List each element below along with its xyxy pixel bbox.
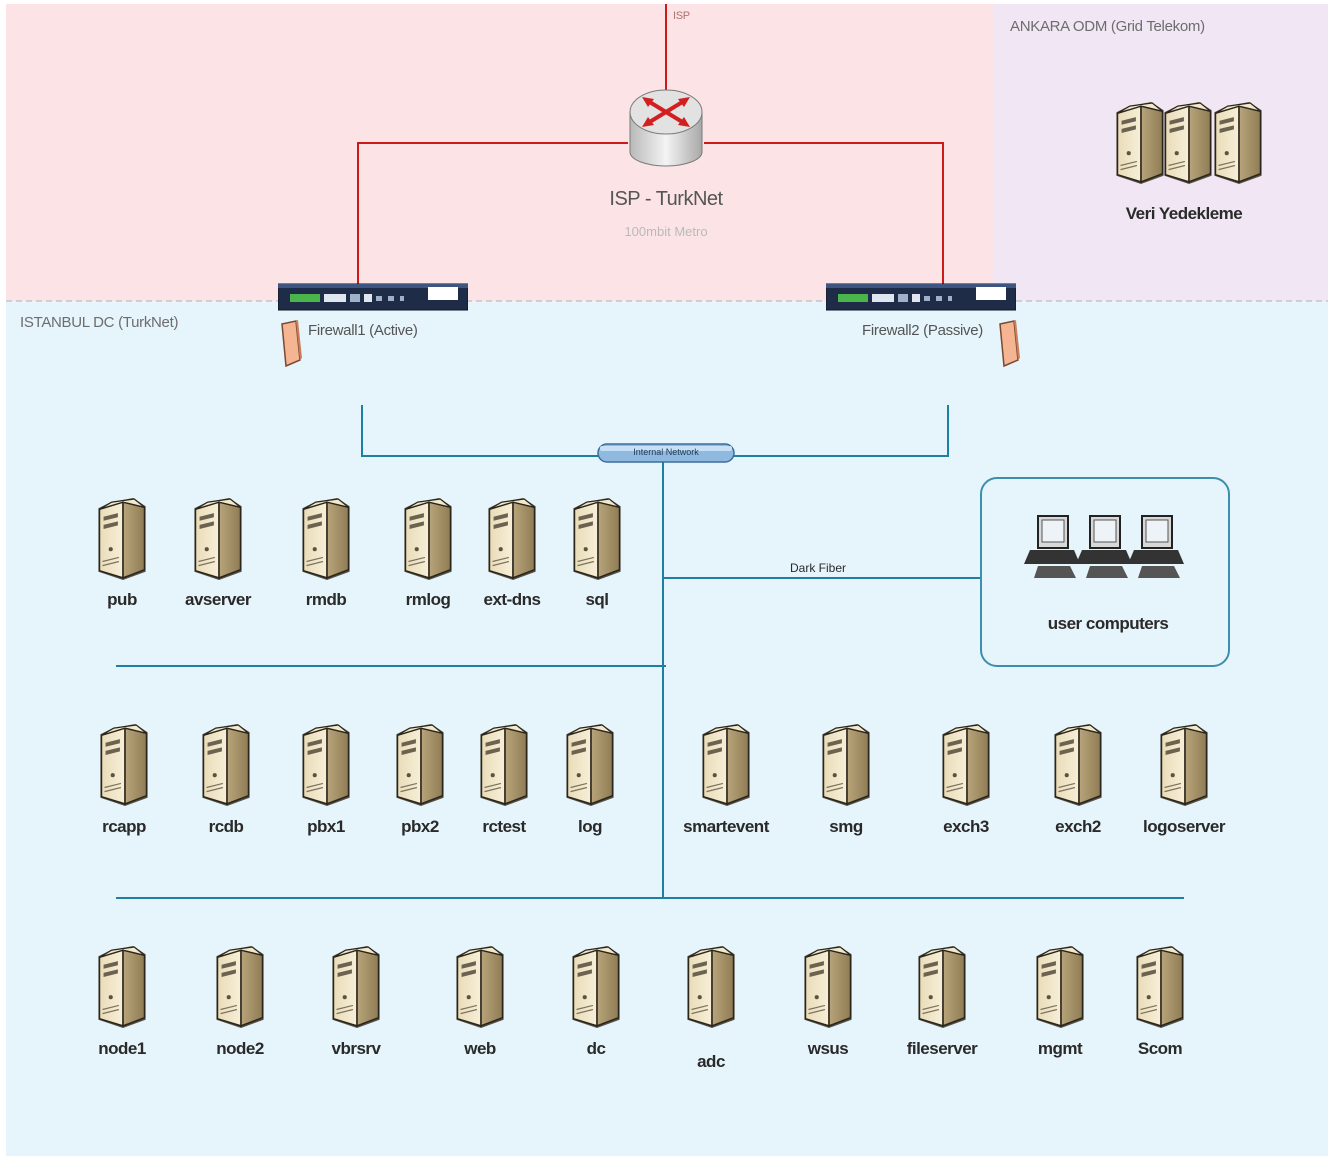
dark-fiber-label: Dark Fiber [789,561,847,575]
router-fw1-link [357,142,628,285]
fw2-internal-link [733,405,949,457]
server-icon [300,498,352,587]
server-icon [802,946,854,1035]
server-label: rmlog [405,590,451,609]
server-label: logoserver [1143,817,1225,836]
server-label: rcdb [208,817,244,836]
internal-network-label: Internal Network [633,447,699,457]
server-icon [571,498,623,587]
server-icon [96,946,148,1035]
ankara-zone-title: ANKARA ODM (Grid Telekom) [1010,18,1205,35]
workstation-icon [1024,515,1080,578]
server-icon [394,724,446,813]
server-icon [1212,102,1264,191]
router-fw2-link [704,142,944,285]
server-icon [192,498,244,587]
router-title: ISP - TurkNet [609,188,723,210]
firewall1-label: Firewall1 (Active) [308,322,418,339]
server-icon [1034,946,1086,1035]
server-icon [700,724,752,813]
server-label: sql [585,590,609,609]
server-label: smartevent [683,817,769,836]
lan-links [116,405,1184,899]
router-icon [629,89,703,167]
server-icon [1052,724,1104,813]
server-label: avserver [185,590,251,609]
server-icon [564,724,616,813]
server-label: exch3 [943,817,989,836]
workstation-icon [1076,515,1132,578]
server-icon [570,946,622,1035]
server-icon [1114,102,1166,191]
server-label: log [578,817,603,836]
server-label: exch2 [1055,817,1101,836]
server-label: rctest [482,817,526,836]
server-icon [96,498,148,587]
user-computers-box [980,477,1230,667]
user-computers-icon [1024,515,1184,578]
firewall1-brick-icon [281,320,302,368]
internal-network-switch [597,443,735,463]
server-label: ext-dns [483,590,541,609]
server-label: wsus [807,1039,849,1058]
server-label: pbx2 [401,817,439,836]
server-icon [820,724,872,813]
server-label: pub [107,590,137,609]
server-icon [478,724,530,813]
server-icon [300,724,352,813]
server-label: smg [829,817,863,836]
server-icon [454,946,506,1035]
server-icon [402,498,454,587]
server-icon [685,946,737,1035]
router-subtitle: 100mbit Metro [624,224,708,239]
firewall2-appliance [826,283,1016,311]
firewall2-label: Firewall2 (Passive) [862,322,983,339]
server-icon [330,946,382,1035]
server-icon [1134,946,1186,1035]
fw1-internal-link [361,405,600,457]
server-label: web [464,1039,496,1058]
server-label: mgmt [1037,1039,1083,1058]
server-label: rcapp [102,817,146,836]
server-icon [1158,724,1210,813]
isp-uplink-label: ISP [673,10,690,22]
server-label: Scom [1137,1039,1183,1058]
server-label: node1 [98,1039,146,1058]
server-label: node2 [216,1039,264,1058]
server-label: fileserver [906,1039,978,1058]
server-icon [200,724,252,813]
istanbul-zone-title: ISTANBUL DC (TurkNet) [20,314,179,331]
server-label: vbrsrv [331,1039,381,1058]
server-label: dc [586,1039,606,1058]
isp-zone [6,4,994,301]
server-label: adc [697,1052,725,1071]
user-computers-label: user computers [1047,614,1169,633]
server-icon [916,946,968,1035]
server-icon [98,724,150,813]
server-label: rmdb [305,590,347,609]
server-icon [1162,102,1214,191]
firewall1-appliance [278,283,468,311]
server-icon [940,724,992,813]
server-icon [214,946,266,1035]
firewall2-brick-icon [999,320,1020,368]
workstation-icon [1128,515,1184,578]
server-label: pbx1 [307,817,345,836]
backup-label: Veri Yedekleme [1125,204,1243,223]
server-icon [486,498,538,587]
wan-links [357,4,944,285]
